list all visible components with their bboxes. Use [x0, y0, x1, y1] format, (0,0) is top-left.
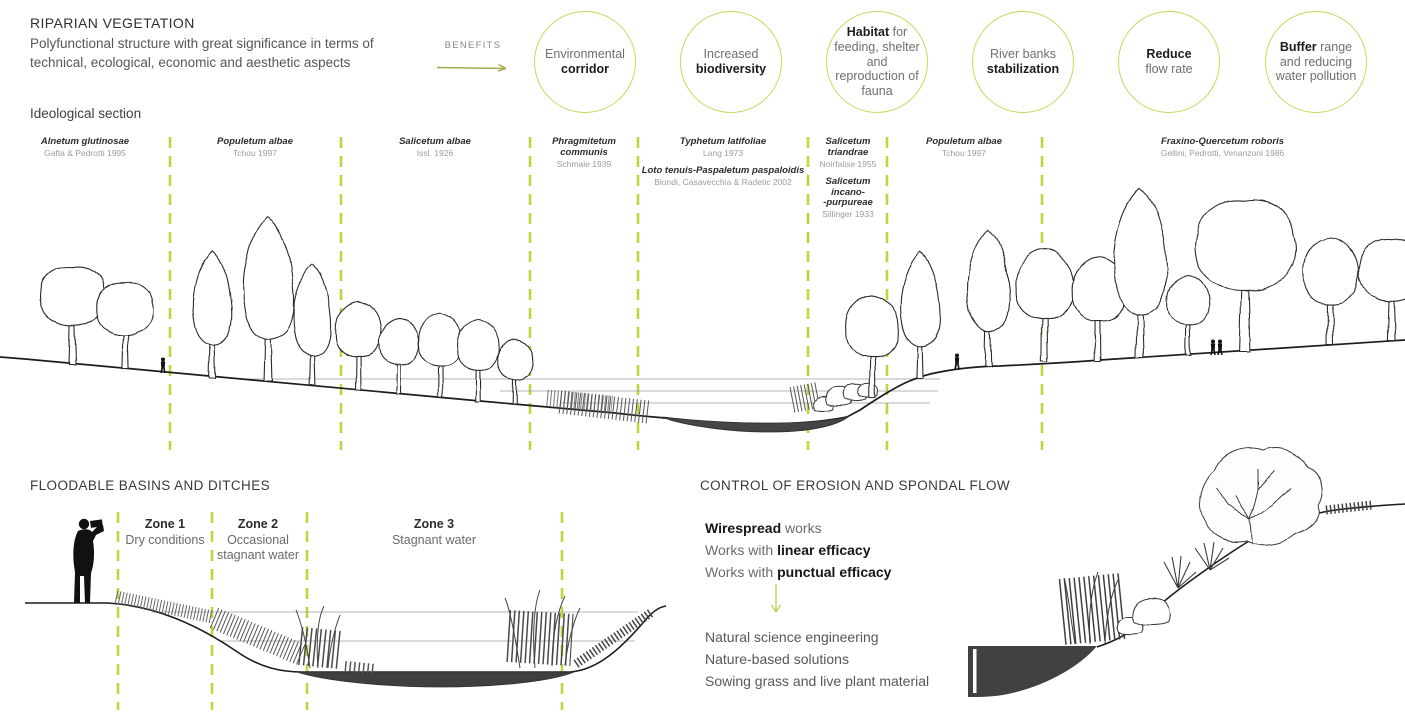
erosion-works-list: Wirespread works Works with linear effic… — [705, 518, 891, 583]
basin-zone-2-label: Zone 2 Occasional stagnant water — [217, 517, 299, 562]
page-subtitle: Polyfunctional structure with great sign… — [30, 36, 374, 70]
floodable-heading: FLOODABLE BASINS AND DITCHES — [30, 478, 271, 493]
section-label-ideological: Ideological section — [30, 106, 142, 121]
erosion-solution-item: Natural science engineering — [705, 629, 879, 645]
erosion-solution-item: Nature-based solutions — [705, 650, 849, 667]
erosion-works-item: Works with linear efficacy — [705, 541, 871, 558]
benefit-circle-flow-rate: Reduce flow rate — [1118, 11, 1220, 113]
erosion-works-item: Wirespread works — [705, 520, 822, 536]
reed-beds — [546, 382, 821, 424]
benefit-circle-biodiversity: Increased biodiversity — [680, 11, 782, 113]
benefit-circle-river-banks: River banks stabilization — [972, 11, 1074, 113]
benefits-label: BENEFITS — [444, 40, 502, 51]
river-water — [662, 416, 849, 433]
erosion-works-item: Works with punctual efficacy — [705, 563, 892, 580]
erosion-vegetation — [1058, 447, 1373, 645]
erosion-solution-item: Sowing grass and live plant material — [705, 672, 930, 689]
basin-zone-3-label: Zone 3 Stagnant water — [391, 517, 477, 547]
benefits-arrow-icon — [436, 63, 507, 72]
erosion-solutions-list: Natural science engineering Nature-based… — [705, 627, 929, 692]
benefit-circle-habitat: Habitat for feeding, shelter and reprodu… — [826, 11, 928, 113]
basin-water-level-lines — [152, 611, 638, 642]
benefit-circle-environmental-corridor: Environmental corridor — [534, 11, 636, 113]
photographer-silhouette — [73, 518, 104, 603]
willow-shrub-icons — [813, 382, 879, 411]
erosion-block-notch — [973, 649, 977, 693]
benefit-circle-buffer: Buffer range and reducing water pollutio… — [1265, 11, 1367, 113]
title-block: RIPARIAN VEGETATION Polyfunctional struc… — [30, 15, 390, 72]
basin-zone-1-label: Zone 1 Dry conditions — [125, 517, 205, 547]
basin-water — [296, 671, 575, 688]
erosion-down-arrow-icon — [770, 584, 782, 613]
large-bush-icon — [1199, 447, 1323, 546]
erosion-water-block — [968, 646, 1097, 697]
tree-icons — [39, 187, 1405, 405]
basin-vegetation — [114, 589, 655, 674]
page-title: RIPARIAN VEGETATION — [30, 15, 195, 31]
erosion-heading: CONTROL OF EROSION AND SPONDAL FLOW — [700, 478, 1011, 493]
